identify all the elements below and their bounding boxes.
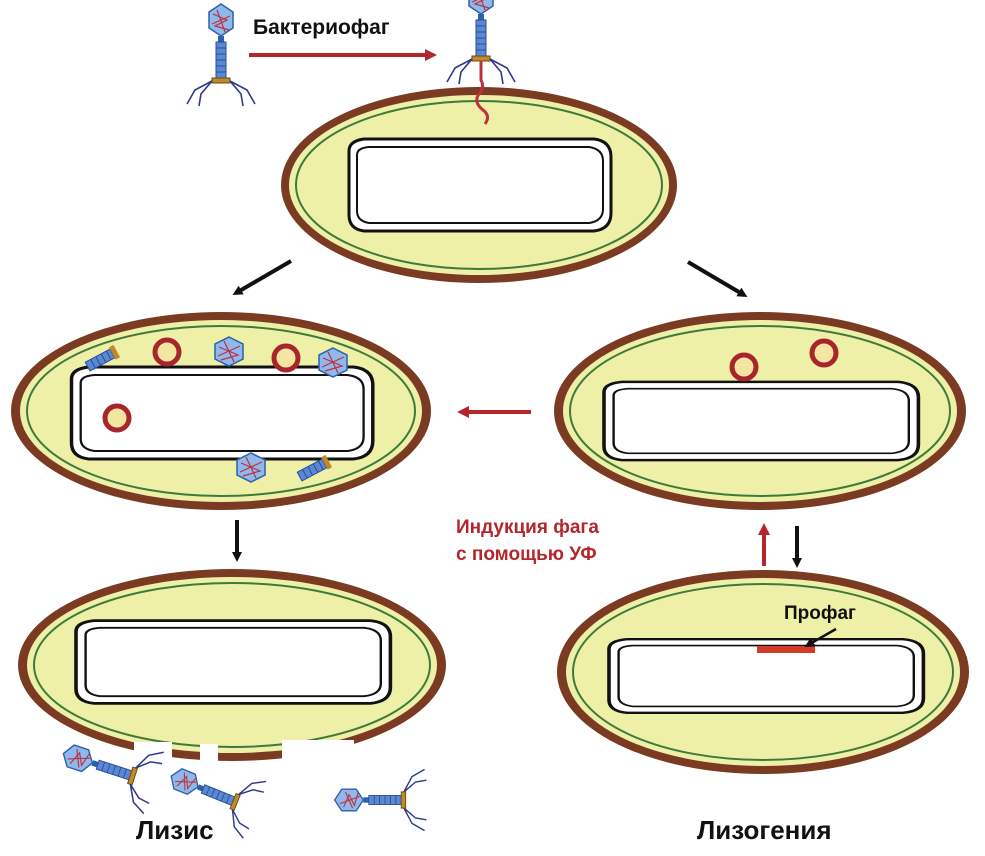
bacteriophage-label: Бактериофаг [253,16,390,39]
infected-cell-top [281,87,677,283]
prophage-cell [557,570,969,774]
dna-ring-icon [102,337,301,433]
dna-ring-icon [729,338,839,382]
arrow-to-lysogenic-icon [686,260,748,298]
free-bacteriophage-icon [186,3,256,107]
prophage-dna-segment [757,646,815,653]
lysis-label: Лизис [136,815,214,845]
prophage-label: Профаг [784,603,856,624]
lysogeny-label: Лизогения [697,815,832,845]
attached-bacteriophage-icon [446,0,516,125]
prophage-pointer-arrow-icon [804,627,837,647]
induction-label-line1: Индукция фага [456,517,599,538]
induction-label-line2: с помощью УФ [456,544,597,565]
ruptured-wall [134,740,354,774]
lysing-cell [18,569,446,761]
lysogenic-entry-cell [554,312,966,510]
arrow-to-lytic-icon [232,259,293,296]
